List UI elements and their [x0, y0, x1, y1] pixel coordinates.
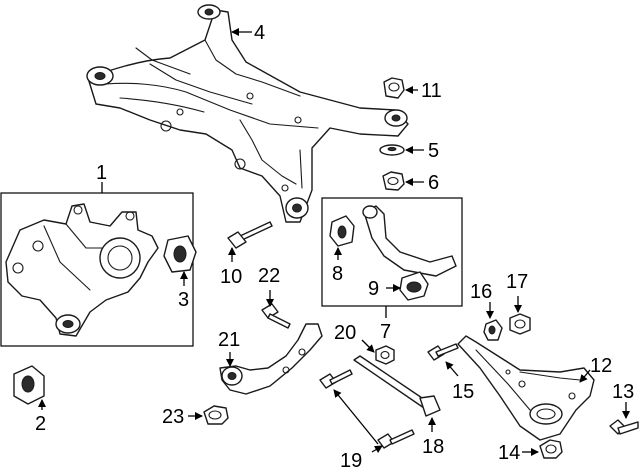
callout-15: 15	[452, 381, 474, 403]
callout-13: 13	[612, 381, 634, 403]
knuckle	[5, 203, 159, 337]
callout-22: 22	[258, 265, 280, 287]
leader-15	[445, 361, 459, 377]
bolt-19-lower	[377, 429, 415, 449]
nut-23	[203, 405, 229, 425]
bolt-15	[427, 343, 459, 361]
callout-2: 2	[35, 413, 46, 435]
nut-14	[539, 439, 563, 459]
leader-20	[361, 339, 375, 353]
callout-18: 18	[422, 436, 444, 458]
bushing-8	[329, 215, 355, 247]
bushing-3	[163, 235, 197, 273]
nut-17	[509, 313, 531, 335]
leader-19b	[371, 445, 383, 454]
upper-control-arm	[362, 205, 457, 277]
bolt-13	[609, 419, 639, 435]
callout-14: 14	[498, 442, 520, 464]
callout-6: 6	[428, 172, 439, 194]
callout-21: 21	[218, 329, 240, 351]
callout-17: 17	[506, 271, 528, 293]
callout-8: 8	[332, 263, 343, 285]
nut-20	[375, 345, 395, 365]
callout-23: 23	[162, 406, 184, 428]
bushing-2	[13, 365, 45, 405]
nut-6	[382, 171, 405, 191]
callout-10: 10	[220, 266, 242, 288]
callout-12: 12	[590, 355, 612, 377]
subframe-crossmember	[86, 4, 409, 223]
lower-link-arm	[219, 323, 323, 395]
washer-5	[379, 144, 405, 156]
callout-11: 11	[421, 80, 442, 102]
knuckle-assembly-box	[0, 192, 194, 347]
toe-link-18	[353, 355, 441, 417]
upper-arm-assembly-box	[321, 197, 463, 307]
bolt-19-upper	[319, 369, 353, 389]
bolt-22	[261, 303, 291, 329]
callout-4: 4	[254, 22, 265, 44]
leader-12	[579, 369, 591, 383]
leader-lines	[38, 28, 630, 456]
bolt-10	[227, 221, 273, 249]
callout-16: 16	[470, 281, 492, 303]
bushing-9	[399, 271, 429, 301]
bushing-16	[483, 319, 503, 341]
callout-labels: 4 11 5 6 1 3 2 10 22 8 9 7 20 21 23 19 1…	[35, 22, 634, 468]
leader-19a	[333, 389, 379, 445]
callout-3: 3	[178, 289, 189, 311]
callout-5: 5	[428, 140, 439, 162]
callout-1: 1	[96, 162, 107, 184]
callout-19: 19	[340, 450, 362, 468]
lower-control-arm	[457, 335, 595, 441]
callout-7: 7	[380, 321, 391, 343]
nut-11	[383, 77, 405, 99]
callout-20: 20	[334, 322, 356, 344]
callout-9: 9	[368, 278, 379, 300]
